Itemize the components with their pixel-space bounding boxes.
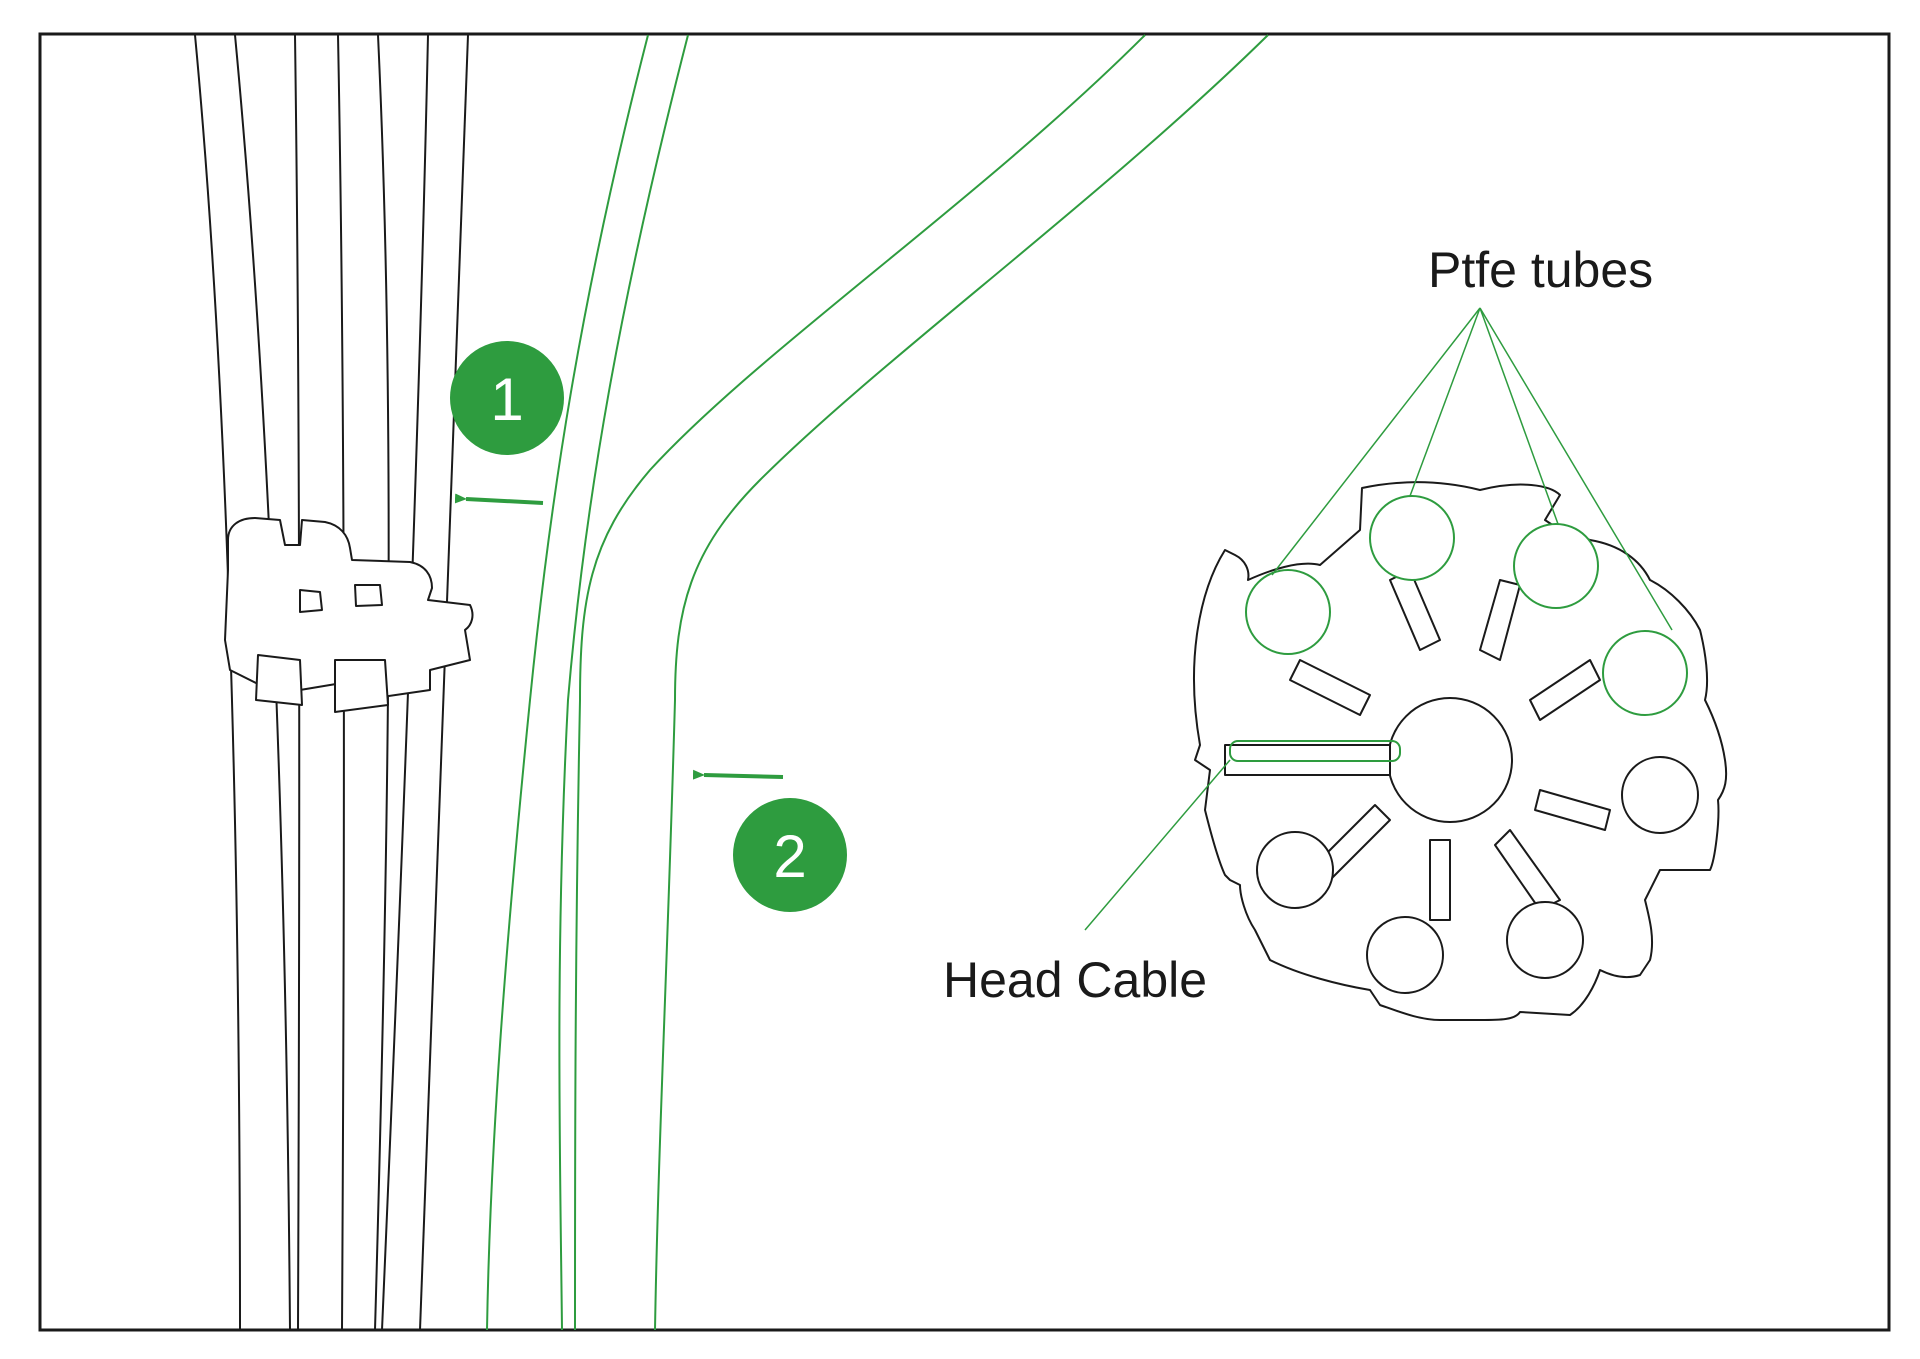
green-tube-line [654,34,1269,1331]
ptfe-tube-hole [1513,523,1599,609]
step-2-badge: 2 [733,798,847,912]
ptfe-tube-hole [1369,495,1455,581]
green-tube-line [486,34,649,1331]
ptfe-tubes-label: Ptfe tubes [1428,242,1653,298]
ptfe-leader-line [1479,307,1559,525]
ptfe-tube-hole [1245,569,1331,655]
leader-lines [1084,307,1673,931]
tube-line [194,34,241,1331]
head-cable-label: Head Cable [943,952,1207,1008]
step-1-number: 1 [490,366,523,433]
step-2-arrow [692,769,784,780]
center-hub [1387,697,1513,823]
ptfe-leader-line [1271,307,1481,576]
cable-cutout [1366,916,1444,994]
ptfe-tube-hole [1602,630,1688,716]
step-1-badge: 1 [450,341,564,455]
tube-bundle [194,34,469,1331]
ptfe-tube-holes [1245,495,1688,716]
head-cable-slot [1229,740,1401,762]
ptfe-leader-line [1479,307,1673,631]
ptfe-leader-line [1409,307,1481,497]
green-tube-line [574,34,1146,1331]
green-tube-line [558,34,689,1331]
step-2-number: 2 [773,823,806,890]
head-cable-leader-line [1084,759,1231,931]
clip-top-view [1193,481,1728,1021]
bundle-clip [224,517,474,713]
diagram-frame [38,32,1891,1332]
step-1-arrow [454,493,544,505]
cable-cutout [1256,831,1334,909]
clip-outline [1193,481,1728,1021]
green-tube-guides [486,34,1269,1331]
cable-cutout [1621,756,1699,834]
cable-cutout [1506,901,1584,979]
